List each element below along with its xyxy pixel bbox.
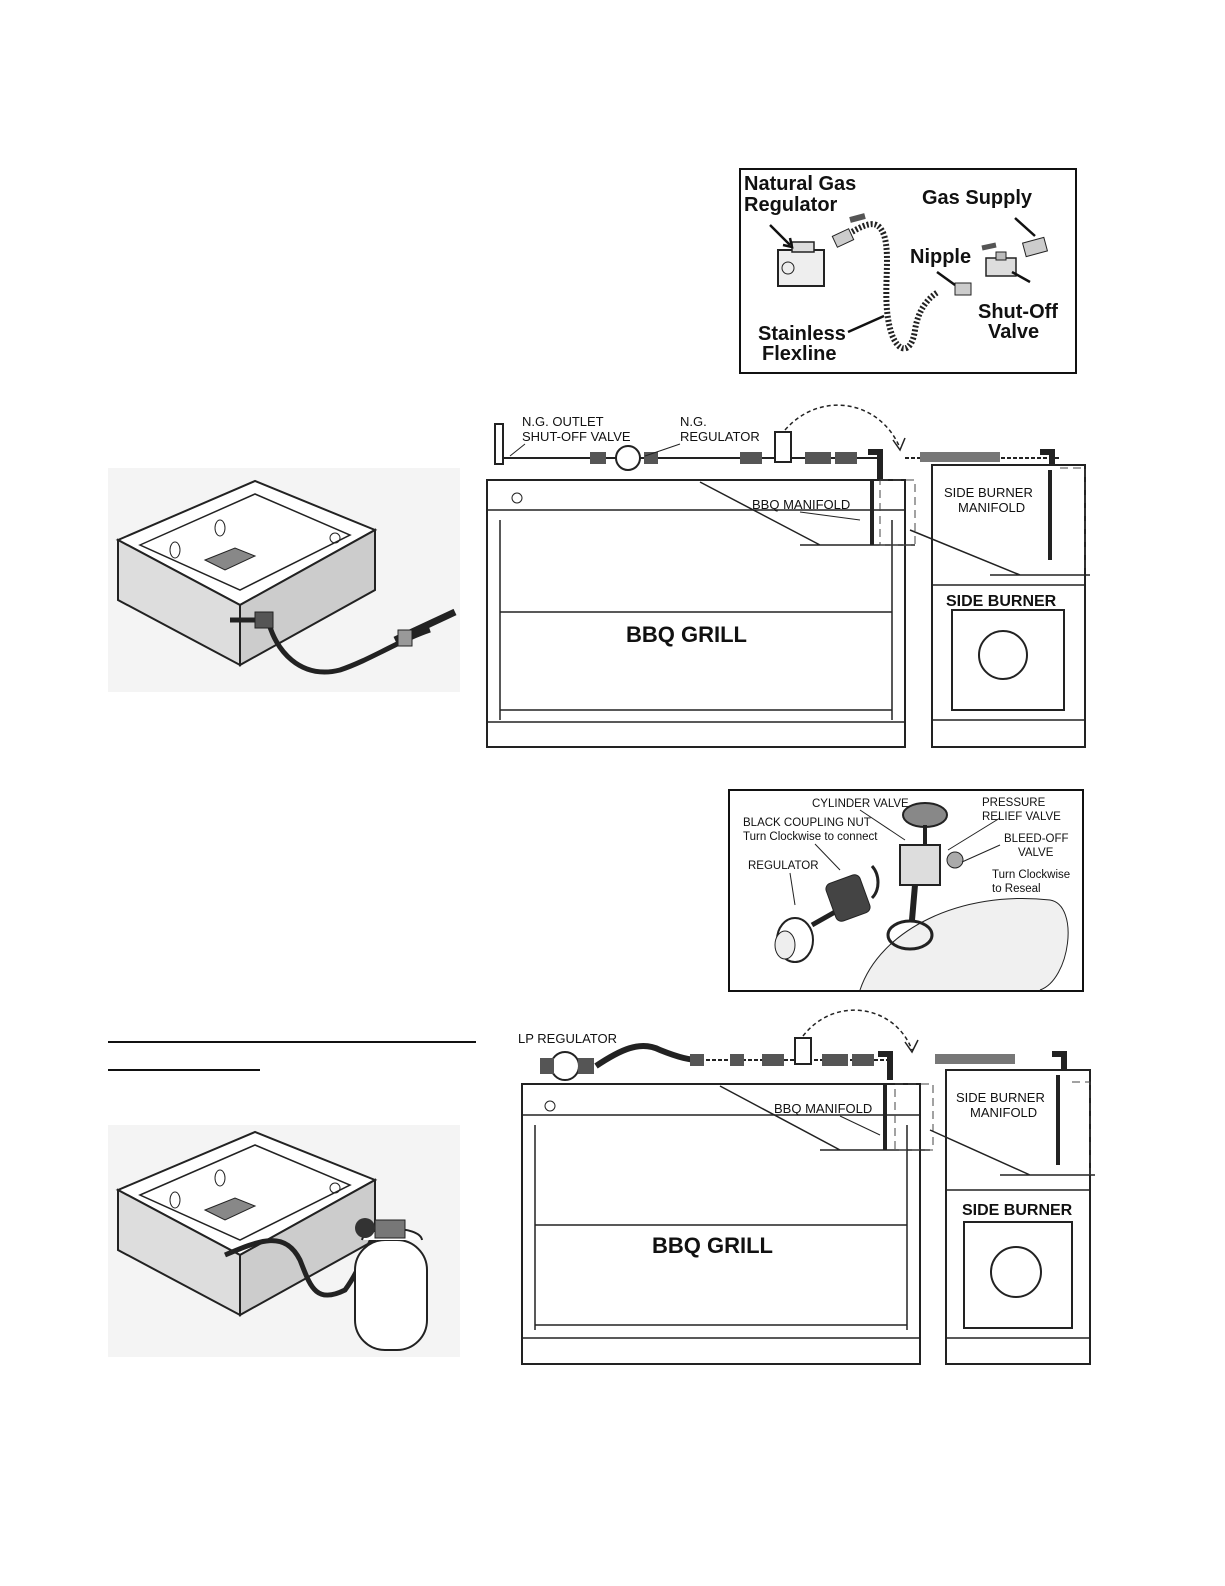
- label-lp-inset-regulator: REGULATOR: [748, 860, 819, 872]
- cylinder-valve-icon: [886, 802, 948, 951]
- label-shut-off: Shut-Off: [978, 301, 1058, 323]
- label-side-burner-manifold: SIDE BURNER: [944, 485, 1033, 500]
- natural-gas-regulator-icon: [777, 241, 825, 287]
- label-turn-clockwise-connect: Turn Clockwise to connect: [743, 831, 878, 843]
- nipple-icon: [954, 282, 972, 296]
- label-lp-side-burner: SIDE BURNER: [962, 1202, 1073, 1219]
- label-bleed-off-valve: VALVE: [1018, 847, 1054, 859]
- label-natural-gas: Natural Gas: [744, 173, 856, 195]
- label-cylinder-valve: CYLINDER VALVE: [812, 798, 909, 810]
- ng-outlet-shutoff-valve-icon: [494, 423, 504, 465]
- ng-side-burner-body: [909, 464, 1090, 748]
- label-valve: Valve: [988, 321, 1039, 343]
- lp-side-burner-body: [929, 1069, 1095, 1365]
- label-lp-bbq-grill: BBQ GRILL: [652, 1233, 773, 1258]
- lp-regulator-icon: [774, 909, 837, 963]
- label-relief-valve: RELIEF VALVE: [982, 811, 1061, 823]
- label-bbq-grill: BBQ GRILL: [626, 622, 747, 647]
- label-ng-outlet-valve: SHUT-OFF VALVE: [522, 429, 631, 444]
- section-heading-underline-short: [108, 1069, 260, 1071]
- section-heading-underline: [108, 1041, 476, 1043]
- label-side-burner-manifold-2: MANIFOLD: [958, 500, 1025, 515]
- label-gas-supply: Gas Supply: [922, 187, 1033, 209]
- propane-tank-icon: [354, 1218, 428, 1351]
- label-stainless: Stainless: [758, 323, 846, 345]
- label-regulator: Regulator: [744, 194, 838, 216]
- label-lp-side-burner-manifold-2: MANIFOLD: [970, 1105, 1037, 1120]
- label-to-reseal: to Reseal: [992, 883, 1041, 895]
- label-flexline: Flexline: [762, 343, 836, 365]
- label-side-burner: SIDE BURNER: [946, 593, 1057, 610]
- label-ng-outlet: N.G. OUTLET: [522, 414, 604, 429]
- black-coupling-nut-icon: [825, 874, 871, 922]
- ng-regulator-icon: [615, 445, 641, 471]
- lp-regulator-schematic-icon: [550, 1051, 580, 1081]
- stainless-flexline-icon: [840, 221, 940, 352]
- label-lp-regulator: LP REGULATOR: [518, 1031, 617, 1046]
- label-lp-bbq-manifold: BBQ MANIFOLD: [774, 1101, 872, 1116]
- label-turn-clockwise: Turn Clockwise: [992, 869, 1070, 881]
- gas-supply-pipe-icon: [1021, 236, 1049, 258]
- label-pressure: PRESSURE: [982, 797, 1046, 809]
- label-ng-regulator: N.G.: [680, 414, 707, 429]
- label-bleed-off: BLEED-OFF: [1004, 833, 1069, 845]
- lp-bbq-grill-body: [521, 1083, 930, 1365]
- label-lp-side-burner-manifold: SIDE BURNER: [956, 1090, 1045, 1105]
- label-nipple: Nipple: [910, 246, 971, 268]
- label-ng-regulator-2: REGULATOR: [680, 429, 760, 444]
- label-bbq-manifold: BBQ MANIFOLD: [752, 497, 850, 512]
- shut-off-valve-icon: [985, 251, 1017, 277]
- label-black-coupling-nut: BLACK COUPLING NUT: [743, 817, 871, 829]
- ng-bbq-grill-body: [486, 479, 915, 748]
